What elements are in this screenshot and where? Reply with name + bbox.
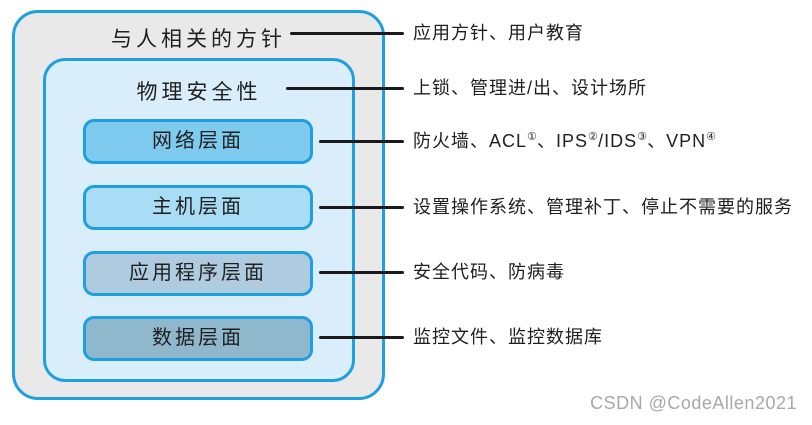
callout-line-data (319, 336, 404, 339)
application-layer-box: 应用程序层面 (83, 251, 313, 296)
callout-line-host (319, 206, 404, 209)
annotation-network: 防火墙、ACL①、IPS②/IDS③、VPN④ (413, 131, 717, 151)
data-layer-box: 数据层面 (83, 316, 313, 361)
annotation-host: 设置操作系统、管理补丁、停止不需要的服务 (413, 197, 793, 217)
network-layer-box: 网络层面 (83, 119, 313, 164)
annotation-application: 安全代码、防病毒 (413, 262, 565, 282)
callout-line-policy (290, 32, 404, 35)
callout-line-network (319, 140, 404, 143)
people-policy-label: 与人相关的方针 (111, 28, 286, 51)
callout-line-physical (286, 87, 404, 90)
host-layer-box: 主机层面 (83, 185, 313, 230)
annotation-data: 监控文件、监控数据库 (413, 327, 603, 347)
csdn-watermark: CSDN @CodeAllen2021 (590, 393, 797, 413)
callout-line-application (319, 271, 404, 274)
annotation-policy: 应用方针、用户教育 (413, 23, 584, 43)
physical-security-label: 物理安全性 (136, 81, 262, 104)
annotation-physical: 上锁、管理进/出、设计场所 (413, 78, 647, 98)
